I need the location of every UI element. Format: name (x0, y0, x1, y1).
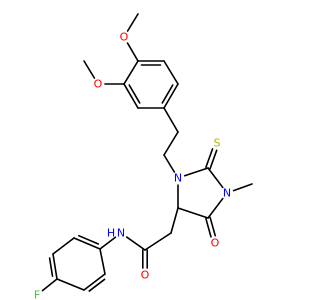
atom-background-n1 (172, 172, 184, 184)
double-bond-c14-c15-b (77, 234, 100, 245)
atom-label-layer: O O N N S O O N F H (31, 31, 233, 300)
single-bond-c15-c16 (52, 237, 75, 255)
single-bond-n2-c10 (207, 197, 224, 219)
atom-label-n-amide: N (117, 227, 125, 240)
bond-layer (41, 13, 253, 292)
atom-background-s1 (211, 137, 223, 149)
atom-background-o3 (209, 237, 221, 249)
molecule-structure-diagram: O O N N S O O N F H (31, 13, 253, 300)
single-bond-n2-me3 (232, 183, 253, 192)
atom-label-h-amide: H (107, 227, 115, 240)
atom-background-o4 (139, 269, 151, 281)
atom-label-n-ring-1: N (174, 172, 182, 185)
atom-label-o-ring-carbonyl: O (211, 237, 220, 250)
single-bond-c11-c12 (170, 207, 179, 234)
atom-label-f-fluoro: F (34, 289, 40, 300)
atom-background-n3 (115, 227, 127, 239)
single-bond-n3-c14 (99, 236, 117, 250)
atom-label-n-ring-3: N (223, 187, 231, 200)
double-bond-c18-c19-b (88, 278, 106, 292)
double-bond-c4-c5-a (163, 83, 179, 109)
single-bond-c17-f1 (41, 278, 58, 292)
atom-background-n2 (221, 187, 233, 199)
single-bond-c7-c8 (163, 131, 179, 156)
single-bond-c19-c14 (99, 248, 106, 275)
single-bond-c5-c6 (163, 60, 179, 85)
atom-background-o2 (92, 78, 104, 90)
atom-label-o-methoxy-left: O (94, 78, 103, 91)
single-bond-c4-c7 (163, 107, 179, 133)
double-bond-c18-c19-a (83, 273, 106, 291)
double-bond-c9-s1-b (205, 148, 214, 169)
single-bond-c1-c2 (123, 60, 139, 85)
atom-label-o-methoxy-top: O (120, 31, 129, 44)
double-bond-c9-s1-a (209, 149, 218, 170)
single-bond-c13-n3 (125, 236, 146, 251)
single-bond-c9-n2 (207, 167, 224, 189)
single-bond-o2-me2 (83, 60, 96, 79)
double-bond-c14-c15-a (73, 237, 101, 250)
atom-background-f1 (31, 289, 43, 300)
single-bond-n1-c9 (183, 167, 209, 177)
single-bond-me1-o1 (126, 13, 139, 32)
atom-label-s-thioxo: S (214, 137, 221, 150)
atom-label-o-amide: O (141, 269, 150, 282)
single-bond-c8-n1 (163, 154, 176, 173)
atom-background-o1 (118, 31, 130, 43)
double-bond-c10-o3-b (209, 216, 217, 237)
double-bond-c16-c17-b (48, 257, 54, 277)
single-bond-c17-c18 (56, 278, 85, 291)
single-bond-c10-c11 (177, 207, 209, 219)
single-bond-o1-c1 (126, 42, 139, 62)
double-bond-c16-c17-a (52, 253, 58, 280)
double-bond-c4-c5-b (161, 84, 174, 104)
single-bond-c12-c13 (144, 232, 172, 251)
double-bond-c2-c3-b (128, 84, 141, 104)
double-bond-c10-o3-a (205, 217, 212, 238)
double-bond-c2-c3-a (123, 83, 139, 109)
